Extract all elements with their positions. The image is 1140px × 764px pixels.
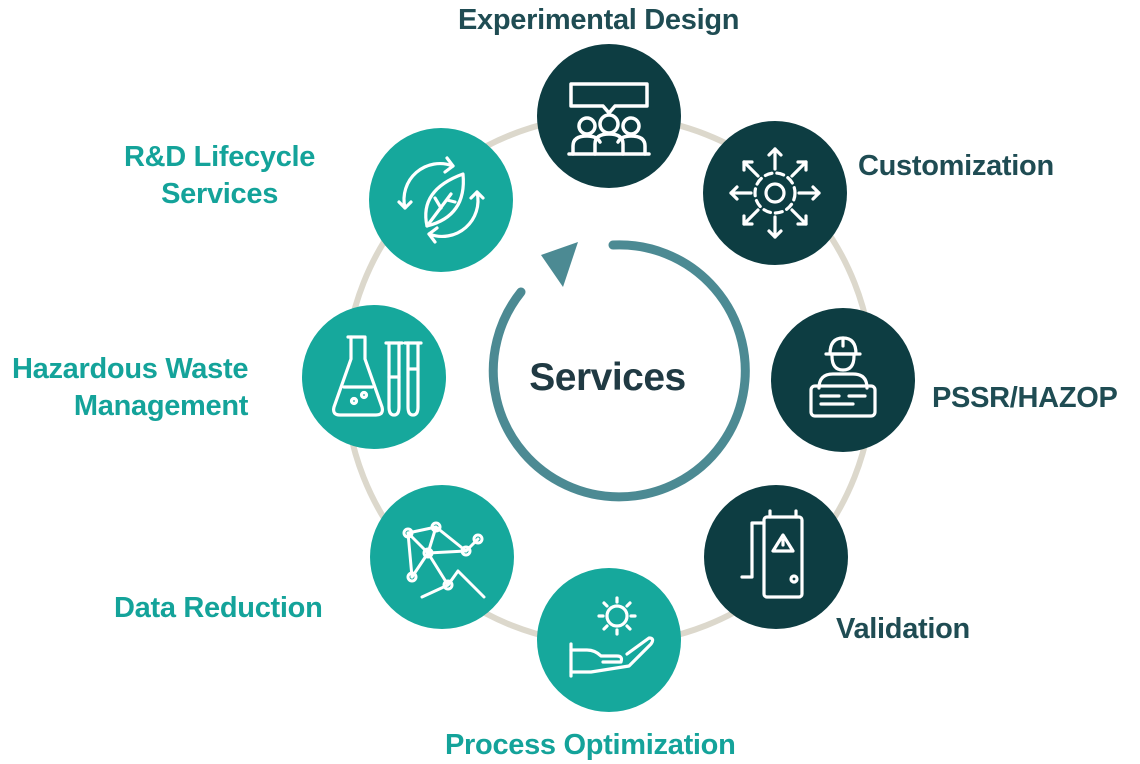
label-line: Hazardous Waste (12, 353, 249, 385)
label-line: Customization (858, 150, 1054, 182)
node-customization[interactable] (703, 121, 847, 265)
node-pssr-hazop[interactable] (771, 308, 915, 452)
label-line: Services (161, 178, 279, 210)
leaf-cycle-icon (397, 156, 485, 244)
engineer-blueprint-icon (809, 336, 877, 418)
label-rnd-lifecycle[interactable]: R&D Lifecycle Services (124, 139, 315, 213)
node-hazardous-waste[interactable] (302, 305, 446, 449)
label-line: R&D Lifecycle (124, 141, 316, 173)
label-process-optimization[interactable]: Process Optimization (445, 727, 736, 764)
label-pssr-hazop[interactable]: PSSR/HAZOP (932, 380, 1118, 417)
expand-arrows-icon (729, 147, 821, 239)
node-rnd-lifecycle[interactable] (369, 128, 513, 272)
label-validation[interactable]: Validation (836, 611, 970, 648)
cycle-arrow-icon (488, 240, 750, 502)
node-data-reduction[interactable] (370, 485, 514, 629)
node-experimental-design[interactable] (537, 44, 681, 188)
center-title: Services (529, 356, 686, 399)
node-validation[interactable] (704, 485, 848, 629)
label-line: Validation (836, 613, 970, 645)
label-line: Management (73, 390, 249, 422)
electrical-panel-icon (740, 509, 804, 599)
node-process-optimization[interactable] (537, 568, 681, 712)
label-customization[interactable]: Customization (858, 148, 1054, 185)
label-line: Process Optimization (445, 729, 736, 761)
team-meeting-icon (567, 82, 651, 156)
label-hazardous-waste[interactable]: Hazardous Waste Management (12, 351, 248, 425)
label-line: Experimental Design (458, 4, 740, 36)
label-line: Data Reduction (114, 592, 323, 624)
label-data-reduction[interactable]: Data Reduction (114, 590, 323, 627)
flask-tubes-icon (332, 335, 423, 417)
hand-sun-icon (569, 596, 655, 678)
label-experimental-design[interactable]: Experimental Design (458, 2, 739, 39)
network-graph-icon (402, 521, 486, 599)
label-line: PSSR/HAZOP (932, 382, 1118, 414)
